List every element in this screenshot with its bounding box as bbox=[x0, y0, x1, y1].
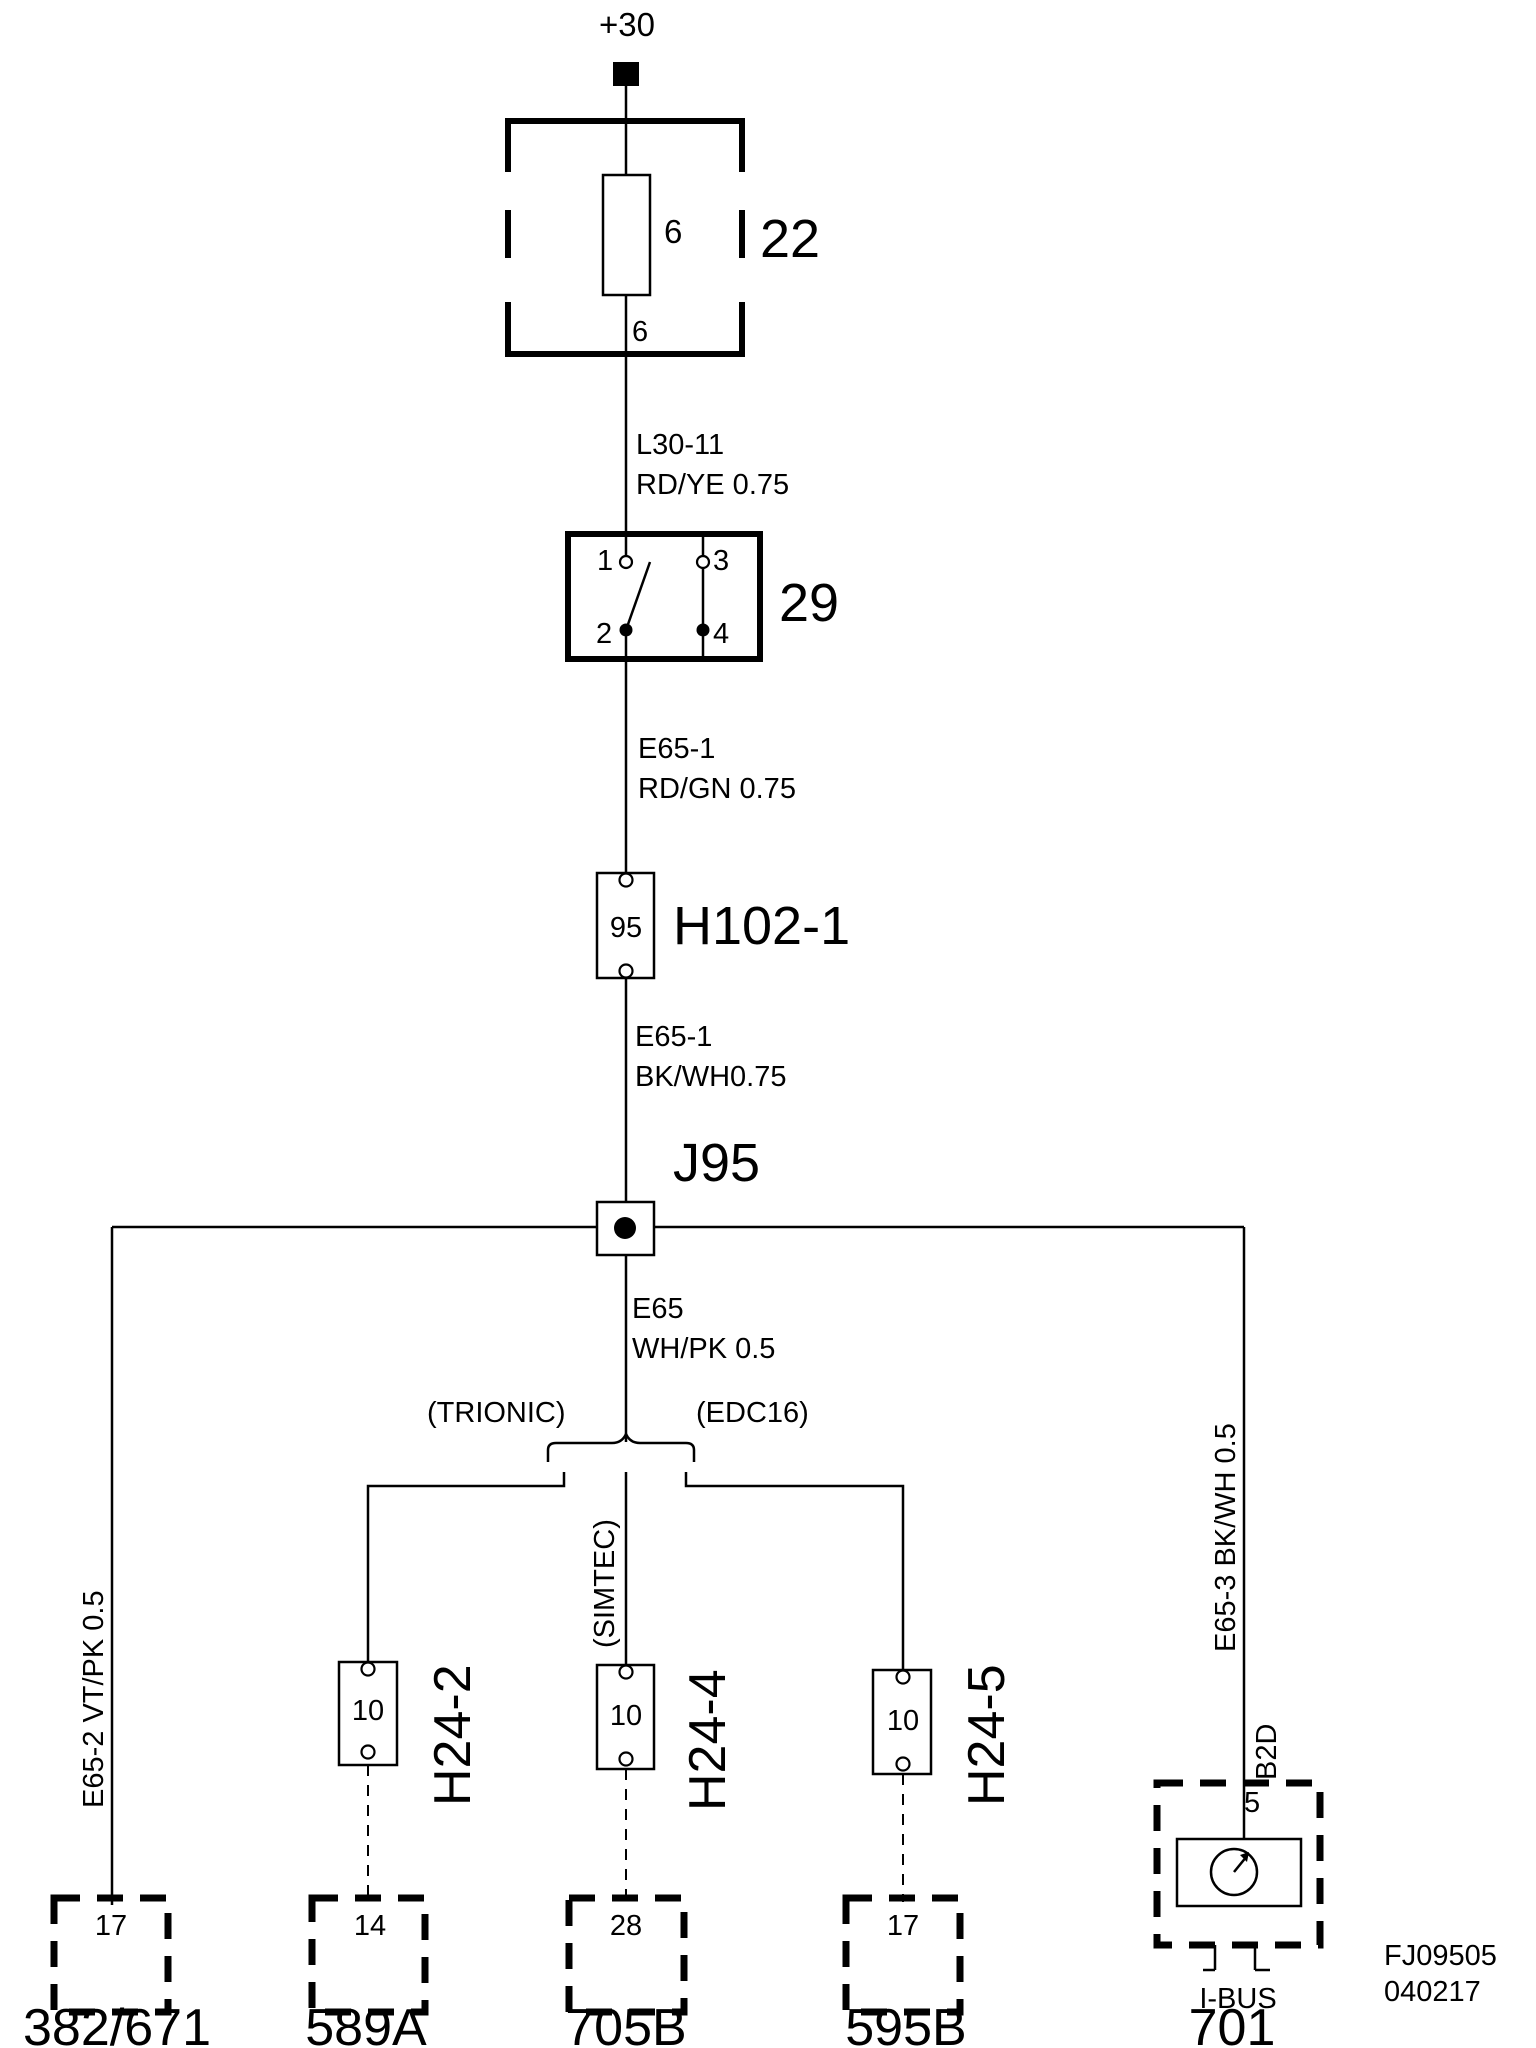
connector-h102-1-pin: 95 bbox=[610, 912, 642, 944]
wire-e65-1b-spec: BK/WH0.75 bbox=[635, 1061, 787, 1093]
component-589a-id: 589A bbox=[305, 1999, 427, 2048]
component-589a: 14 bbox=[308, 1894, 429, 2016]
relay-29: 1 2 3 4 bbox=[565, 531, 763, 662]
relay-id: 29 bbox=[779, 573, 839, 633]
module-701-connector: B2D bbox=[1251, 1724, 1283, 1780]
switch-contact bbox=[624, 561, 652, 631]
connector-h102-1: 95 bbox=[595, 871, 656, 980]
connector-h24-5: 10 H24-5 bbox=[871, 1664, 1016, 1806]
wire-l30-11-code: L30-11 bbox=[636, 429, 724, 461]
component-705b: 28 bbox=[565, 1894, 688, 2016]
connector-h24-4: 10 H24-4 bbox=[595, 1663, 737, 1811]
component-595b-id: 595B bbox=[845, 1999, 966, 2048]
relay-pin-1-label: 1 bbox=[597, 545, 613, 577]
junction-dot bbox=[614, 1217, 636, 1239]
drawing-ref-line2: 040217 bbox=[1384, 1976, 1481, 2008]
component-705b-pin: 28 bbox=[610, 1910, 642, 1942]
junction-id: J95 bbox=[673, 1133, 760, 1193]
wire-variant-edc16 bbox=[684, 1472, 905, 1670]
fuse-box-pin: 6 bbox=[632, 316, 648, 348]
gauge-icon bbox=[1209, 1847, 1259, 1897]
fuse-box-id: 22 bbox=[760, 209, 820, 269]
junction-j95 bbox=[595, 1200, 656, 1257]
component-382-671-id: 382/671 bbox=[23, 1999, 211, 2048]
drawing-ref-line1: FJ09505 bbox=[1384, 1940, 1497, 1972]
module-701-bus: I-BUS bbox=[1199, 1983, 1276, 2015]
module-701: 5 B2D I-BUS bbox=[1153, 1724, 1324, 2015]
variant-brace bbox=[546, 1430, 696, 1462]
connector-h24-4-id: H24-4 bbox=[679, 1669, 737, 1811]
relay-pin-3-label: 3 bbox=[713, 545, 729, 577]
component-705b-id: 705B bbox=[565, 1999, 686, 2048]
wire-variant-trionic bbox=[366, 1472, 566, 1664]
component-589a-pin: 14 bbox=[354, 1910, 386, 1942]
relay-pin-3 bbox=[695, 554, 711, 570]
wire-e65-spec: WH/PK 0.5 bbox=[632, 1333, 775, 1365]
connector-h24-2: 10 H24-2 bbox=[337, 1660, 482, 1806]
relay-pin-4-label: 4 bbox=[713, 618, 729, 650]
fuse-box-22: 6 6 bbox=[505, 118, 745, 357]
connector-h24-5-id: H24-5 bbox=[958, 1664, 1016, 1806]
wire-l30-11-spec: RD/YE 0.75 bbox=[636, 469, 789, 501]
wire-e65-3-label: E65-3 BK/WH 0.5 bbox=[1210, 1423, 1242, 1652]
connector-h102-1-id: H102-1 bbox=[673, 896, 850, 956]
component-382-671: 17 bbox=[50, 1894, 172, 2016]
wire-e65-1a-spec: RD/GN 0.75 bbox=[638, 773, 796, 805]
fuse-number: 6 bbox=[664, 213, 682, 250]
connector-h24-2-pin: 10 bbox=[352, 1695, 384, 1727]
variant-label-edc16: (EDC16) bbox=[696, 1397, 809, 1429]
wire-e65-code: E65 bbox=[632, 1293, 684, 1325]
wire-e65-1b-code: E65-1 bbox=[635, 1021, 712, 1053]
module-701-id: 701 bbox=[1189, 1999, 1276, 2048]
connector-h24-2-id: H24-2 bbox=[424, 1664, 482, 1806]
connector-h24-5-pin: 10 bbox=[887, 1705, 919, 1737]
variant-label-simtec: (SIMTEC) bbox=[589, 1519, 621, 1648]
supply-terminal bbox=[613, 62, 639, 86]
connector-h24-4-pin: 10 bbox=[610, 1700, 642, 1732]
module-701-pin: 5 bbox=[1244, 1787, 1260, 1819]
fuse-symbol bbox=[601, 173, 652, 297]
component-382-671-pin: 17 bbox=[95, 1910, 127, 1942]
relay-pin-2-label: 2 bbox=[596, 618, 612, 650]
component-595b-pin: 17 bbox=[887, 1910, 919, 1942]
component-595b: 17 bbox=[842, 1894, 964, 2016]
wire-e65-1a-code: E65-1 bbox=[638, 733, 715, 765]
wire-e65-2-label: E65-2 VT/PK 0.5 bbox=[78, 1590, 110, 1808]
relay-pin-1 bbox=[618, 554, 634, 570]
supply-label: +30 bbox=[599, 6, 655, 43]
variant-label-trionic: (TRIONIC) bbox=[427, 1397, 566, 1429]
